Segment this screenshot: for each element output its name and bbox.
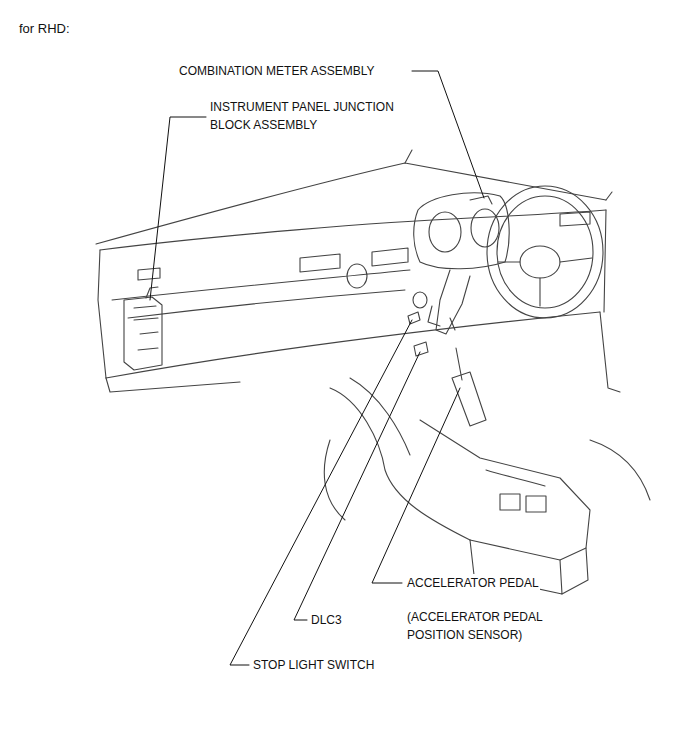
part-label: STOP LIGHT SWITCH bbox=[252, 656, 375, 674]
heading-note: for RHD: bbox=[18, 20, 71, 38]
part-label: DLC3 bbox=[310, 611, 343, 629]
part-label: ACCELERATOR PEDAL bbox=[406, 574, 540, 592]
part-label: INSTRUMENT PANEL JUNCTION BLOCK ASSEMBLY bbox=[209, 98, 406, 134]
part-label: COMBINATION METER ASSEMBLY bbox=[178, 62, 376, 80]
part-label: (ACCELERATOR PEDAL POSITION SENSOR) bbox=[406, 608, 566, 644]
